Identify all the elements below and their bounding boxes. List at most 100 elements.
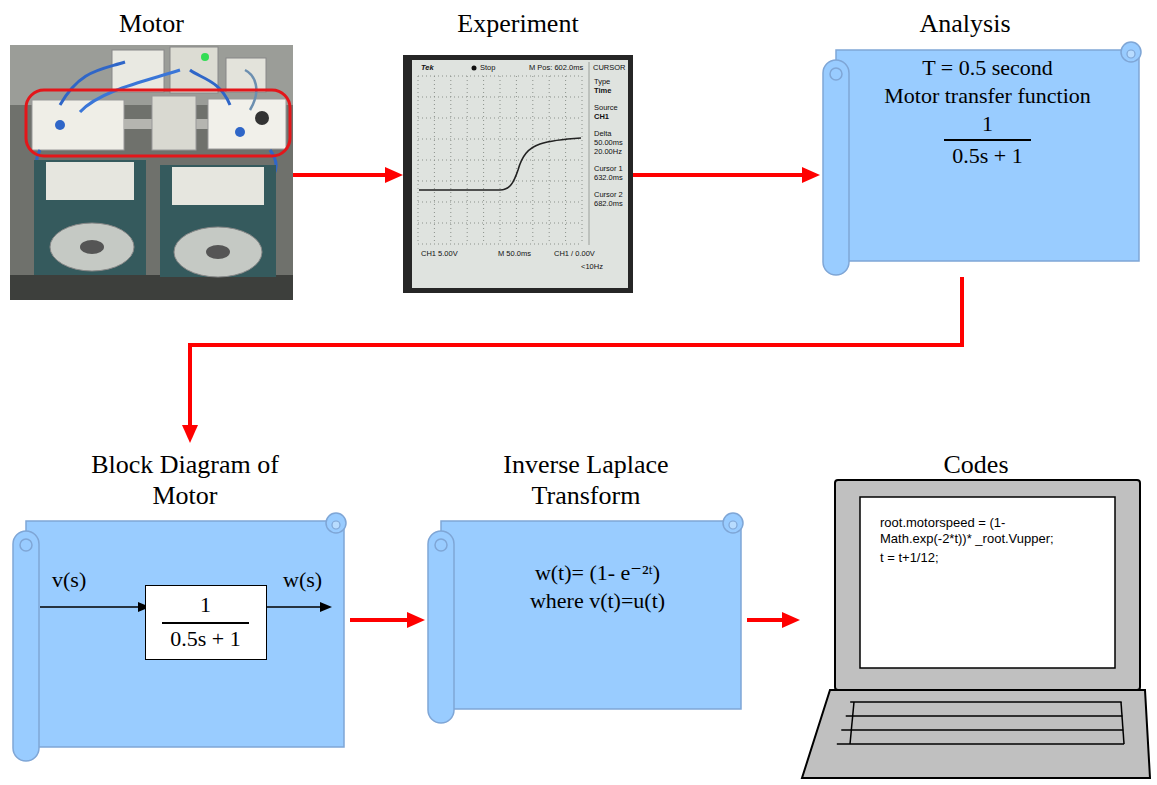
scope-readout: Time [593, 87, 612, 95]
label-slot: 632.0ms [593, 174, 624, 182]
motor-photo [235, 127, 245, 137]
text-slot: 0.5s + 1 [840, 139, 1135, 169]
keyboard-row [837, 743, 1124, 745]
analysis-text: T = 0.5 second [840, 55, 1135, 81]
text-slot: 1 [146, 592, 265, 618]
motor-photo [174, 227, 262, 277]
analysis-text: Motor transfer function [840, 83, 1135, 109]
scroll-curl [1121, 42, 1141, 62]
keyboard-row [841, 729, 1123, 731]
flow-arrow [350, 618, 415, 622]
scope-readout: CH1 5.00V [420, 250, 459, 258]
scroll-roll [435, 539, 447, 551]
motor-photo [10, 45, 293, 300]
oscilloscope-photo [418, 76, 582, 244]
oscilloscope-photo [412, 60, 628, 288]
motor-photo [172, 167, 264, 205]
text-slot: Motor transfer function [840, 83, 1135, 109]
fraction-numerator: 1 [146, 592, 265, 618]
motor-photo [46, 162, 134, 200]
text-slot: where v(t)=u(t) [455, 588, 740, 614]
motor-photo [160, 165, 276, 277]
scroll-body [441, 521, 741, 709]
motor-photo [208, 99, 286, 149]
scope-readout: 632.0ms [593, 174, 624, 182]
scroll-roll [830, 68, 842, 80]
label-slot: Cursor 1 [593, 165, 624, 173]
scroll-panel: Inverse Laplace Transform w(t)= (1- e⁻²ᵗ)… [425, 445, 747, 725]
scroll-roll [428, 531, 454, 723]
label-slot: 20.00Hz [593, 148, 623, 156]
scope-readout: CURSOR [592, 64, 627, 72]
scroll-curl [723, 513, 743, 533]
scroll-roll [13, 531, 39, 761]
flow-arrow [190, 277, 962, 433]
fraction-denominator: 0.5s + 1 [944, 139, 1030, 169]
motor-photo [50, 223, 134, 271]
text-slot: Motor [10, 8, 293, 39]
label-slot: Type [593, 78, 611, 86]
equation-text: w(t)= (1- e⁻²ᵗ) [455, 560, 740, 586]
text-slot: Experiment [403, 8, 633, 39]
signal-name: v(s) [52, 567, 86, 593]
scroll-curl [332, 521, 340, 529]
text-slot: T = 0.5 second [840, 55, 1135, 81]
scroll-body [836, 50, 1139, 261]
scope-readout: Cursor 2 [593, 191, 624, 199]
motor-photo [55, 120, 65, 130]
stage-heading: Inverse Laplace Transform [476, 449, 696, 511]
scope-readout: M 50.0ms [497, 250, 532, 258]
signal-arrows [262, 606, 321, 608]
text-slot: Analysis [865, 8, 1065, 39]
oscilloscope-photo [403, 55, 633, 293]
signal-arrows [40, 606, 139, 608]
scroll-roll [823, 60, 849, 275]
motor-photo [206, 245, 230, 259]
scope-readout: CH1 [593, 113, 610, 121]
keyboard-row [846, 715, 1123, 717]
stage-panel: Motor [10, 5, 293, 301]
stage-heading: Experiment [403, 8, 633, 39]
scroll-panel: Analysis T = 0.5 secondMotor transfer fun… [820, 5, 1145, 277]
scroll-curl [1127, 50, 1135, 58]
fraction-numerator: 1 [840, 111, 1135, 137]
text-slot: 0.5s + 1 [146, 622, 265, 652]
oscilloscope-photo [472, 66, 477, 71]
text-slot: Inverse Laplace Transform [476, 449, 696, 511]
motor-photo [10, 45, 293, 300]
scope-readout: 50.00ms [593, 139, 624, 147]
text-slot: root.motorspeed = (1-Math.exp(-2*t))* _r… [880, 515, 1060, 548]
label-slot: Delta [593, 130, 613, 138]
label-slot: <10Hz [580, 263, 604, 271]
code-text: root.motorspeed = (1-Math.exp(-2*t))* _r… [880, 515, 1060, 548]
scope-readout: M Pos: 602.0ms [528, 64, 584, 72]
stage-heading: Codes [810, 449, 1142, 480]
label-slot: v(s) [52, 567, 86, 593]
scope-readout: Stop [479, 64, 496, 72]
keyboard-side [850, 702, 854, 744]
motor-photo [60, 62, 125, 105]
motor-photo [190, 70, 230, 105]
motor-photo [10, 275, 293, 300]
scope-readout: CH1 / 0.00V [553, 250, 596, 258]
oscilloscope-photo [419, 138, 581, 190]
stage-heading: Motor [10, 8, 293, 39]
code-text: t = t+1/12; [880, 550, 1060, 566]
motor-photo [34, 160, 146, 275]
scope-readout: 20.00Hz [593, 148, 623, 156]
label-slot: Stop [479, 64, 496, 72]
label-slot: CH1 [593, 113, 610, 121]
scope-readout: Source [593, 104, 619, 112]
label-slot: M Pos: 602.0ms [528, 64, 584, 72]
motor-photo [226, 58, 266, 92]
label-slot: Cursor 2 [593, 191, 624, 199]
fraction-denominator: 0.5s + 1 [162, 622, 248, 652]
laptop-screen [860, 497, 1115, 668]
label-slot: Tek [420, 64, 435, 72]
label-slot: CURSOR [592, 64, 627, 72]
label-slot: CH1 5.00V [420, 250, 459, 258]
scroll-outline [425, 511, 747, 725]
scope-readout: Delta [593, 130, 613, 138]
scope-readout: 682.0ms [593, 200, 624, 208]
signal-name: w(s) [283, 567, 322, 593]
